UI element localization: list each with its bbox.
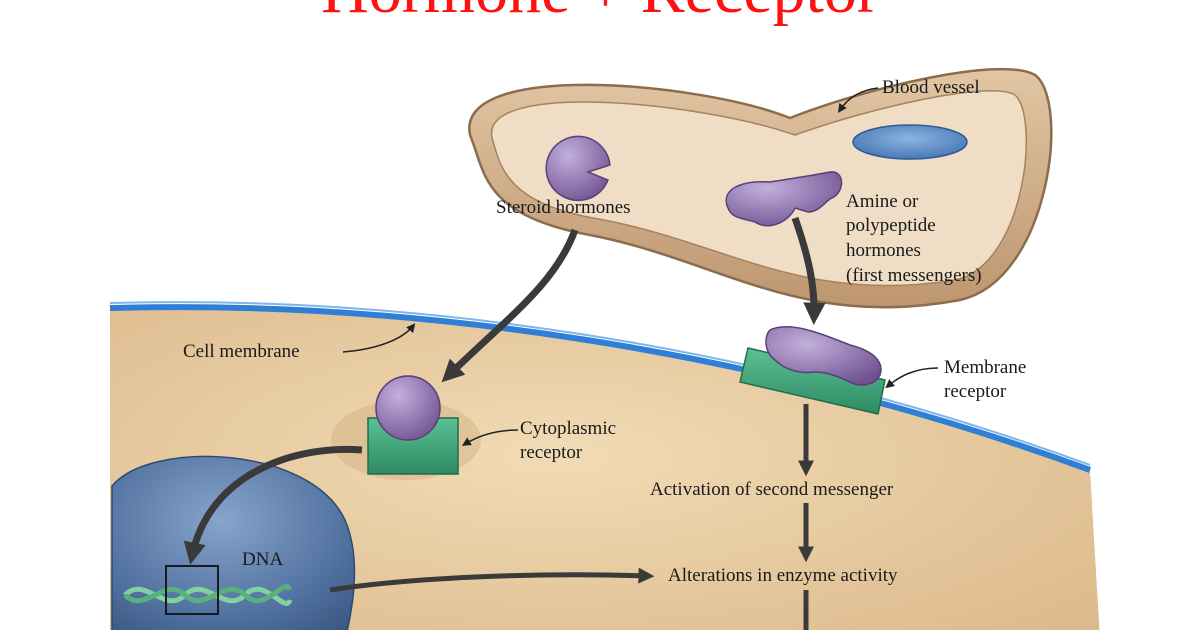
label-cytoplasmic-line2: receptor bbox=[520, 442, 583, 463]
label-steroid-hormones: Steroid hormones bbox=[496, 197, 631, 218]
dna-helix bbox=[123, 565, 293, 615]
label-membrane-receptor-line1: Membrane bbox=[944, 357, 1027, 378]
steroid-hormone-shape bbox=[545, 135, 611, 202]
process-arrows bbox=[183, 216, 826, 630]
amine-hormone-shape bbox=[725, 171, 843, 227]
label-amine-line4: (first messengers) bbox=[846, 265, 982, 286]
label-amine-line3: hormones bbox=[846, 240, 921, 261]
cell-membrane-line bbox=[109, 304, 1092, 473]
label-cytoplasmic-line1: Cytoplasmic bbox=[520, 418, 617, 439]
page-title: Hormone + Receptor bbox=[0, 0, 1200, 24]
nucleus bbox=[111, 455, 356, 630]
dna-highlight-box bbox=[165, 565, 219, 615]
label-second-messenger: Activation of second messenger bbox=[650, 479, 894, 500]
label-enzyme-activity: Alterations in enzyme activity bbox=[668, 565, 898, 586]
label-pointers bbox=[342, 87, 939, 446]
cytoplasmic-receptor bbox=[331, 375, 481, 480]
label-dna: DNA bbox=[242, 549, 284, 570]
cytoplasm bbox=[110, 307, 1100, 630]
label-cell-membrane: Cell membrane bbox=[183, 341, 300, 362]
red-blood-cell bbox=[852, 124, 968, 160]
label-amine-line2: polypeptide bbox=[846, 215, 936, 236]
label-amine-line1: Amine or bbox=[846, 191, 919, 212]
label-blood-vessel: Blood vessel bbox=[882, 77, 980, 98]
membrane-receptor bbox=[739, 326, 886, 415]
label-membrane-receptor-line2: receptor bbox=[944, 381, 1007, 402]
